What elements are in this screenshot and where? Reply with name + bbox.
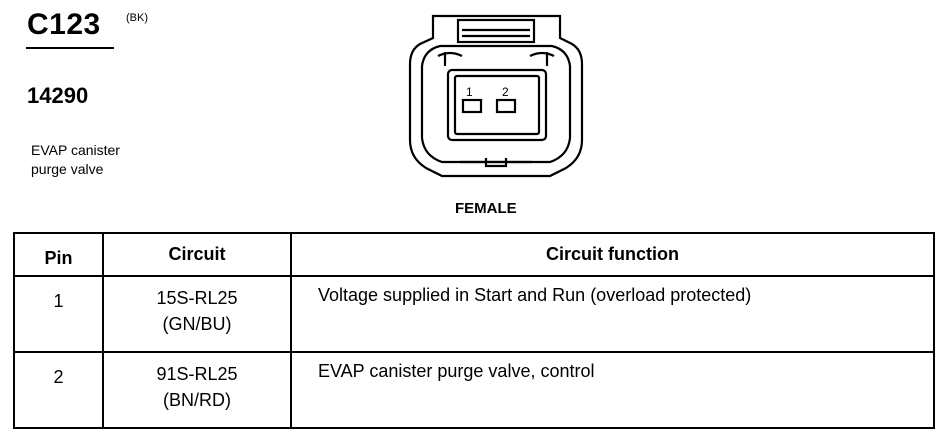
circuit-id: 15S-RL25 [156,288,238,308]
table-header-row: Pin Circuit Circuit function [13,232,935,277]
header-circuit-function: Circuit function [290,232,935,277]
connector-color: (BK) [126,12,148,24]
cavity-block-inner [453,74,541,136]
cavity-label-1: 1 [466,85,473,99]
pin-number: 1 [53,291,64,311]
circuit-color: (GN/BU) [162,314,232,334]
locking-latch [456,18,536,44]
connector-face-diagram: 1 2 [408,14,584,178]
circuit-function-cell: EVAP canister purge valve, control [290,351,935,429]
circuit-cell: 91S-RL25 (BN/RD) [102,351,292,429]
circuit-cell: 15S-RL25 (GN/BU) [102,275,292,353]
circuit-color: (BN/RD) [163,390,231,410]
circuit-function-cell: Voltage supplied in Start and Run (overl… [290,275,935,353]
connector-outer-shell [408,14,584,178]
header-pin: Pin [13,232,104,277]
pin-cavity-2 [495,98,517,114]
table-row: 1 15S-RL25 (GN/BU) Voltage supplied in S… [13,275,935,353]
connector-gender-label: FEMALE [455,200,517,217]
pin-cell: 1 [13,275,104,353]
pin-cell: 2 [13,351,104,429]
pin-number: 2 [53,367,64,387]
cavity-label-2: 2 [502,85,509,99]
table-row: 2 91S-RL25 (BN/RD) EVAP canister purge v… [13,351,935,429]
header-circuit: Circuit [102,232,292,277]
part-number: 14290 [27,83,89,108]
connector-code: C123 [27,8,101,41]
connector-code-underline [26,47,114,49]
circuit-id: 91S-RL25 [156,364,238,384]
cavity-block-outer [446,68,548,142]
description-line-1: EVAP canister [31,142,120,158]
connector-inner-shell [420,44,572,164]
component-description: EVAP canister purge valve [31,141,120,179]
description-line-2: purge valve [31,161,104,177]
pin-cavity-1 [461,98,483,114]
pinout-table: Pin Circuit Circuit function 1 15S-RL25 … [13,232,935,429]
